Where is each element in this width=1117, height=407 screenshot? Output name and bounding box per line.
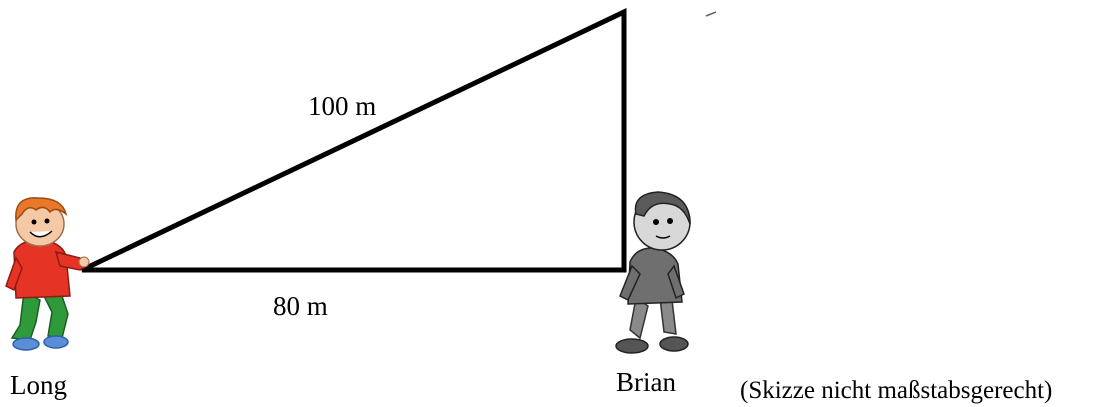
base-label: 80 m (273, 291, 328, 321)
stray-mark (705, 11, 717, 17)
person-left-name: Long (10, 370, 67, 400)
brian-figure-icon (615, 191, 691, 354)
hypotenuse-label: 100 m (308, 91, 377, 121)
right-triangle (80, 8, 627, 273)
person-right-name: Brian (616, 367, 676, 397)
scale-note: (Skizze nicht maßstabsgerecht) (740, 377, 1053, 404)
long-figure-icon (5, 197, 90, 351)
